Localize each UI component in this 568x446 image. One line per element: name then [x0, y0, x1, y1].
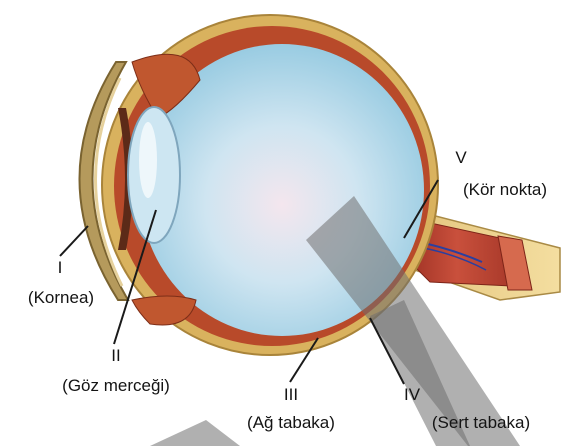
label-lens-numeral: II [96, 346, 136, 366]
label-blind-spot-numeral: V [446, 148, 476, 168]
leader-line-cornea [60, 226, 88, 256]
label-retina-name: (Ağ tabaka) [228, 413, 354, 433]
label-sclera-numeral: IV [392, 385, 432, 405]
label-cornea-name: (Kornea) [6, 288, 116, 308]
label-blind-spot-name: (Kör nokta) [446, 180, 564, 200]
label-retina-numeral: III [271, 385, 311, 405]
label-sclera-name: (Sert tabaka) [408, 413, 554, 433]
label-lens-name: (Göz merceği) [26, 376, 206, 396]
label-cornea-numeral: I [48, 258, 72, 278]
